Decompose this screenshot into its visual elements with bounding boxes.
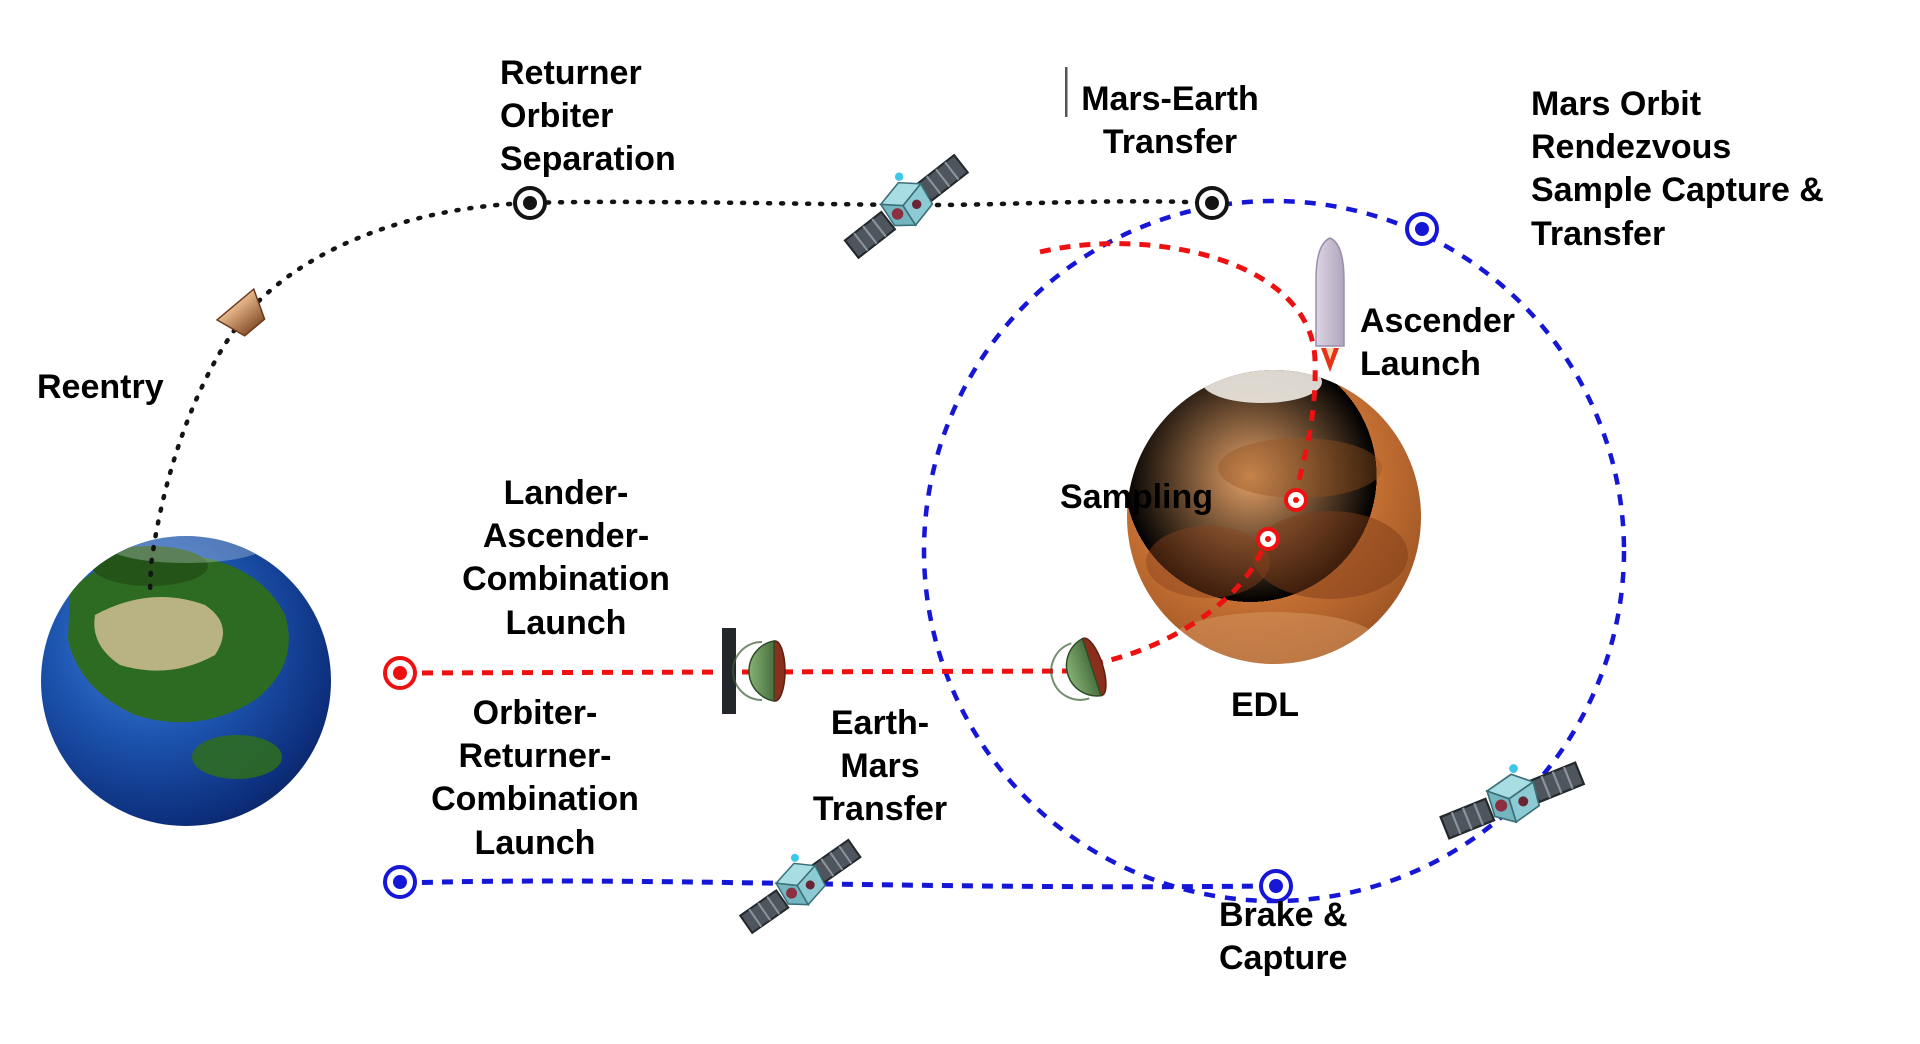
ascender-launch-path <box>1039 241 1318 495</box>
aeroshell-icon <box>1042 634 1113 710</box>
label-earth-mars-transfer: Earth- Mars Transfer <box>812 704 948 829</box>
brake-capture-marker <box>1259 869 1293 903</box>
label-reentry: Reentry <box>37 368 164 406</box>
text-cursor-artifact <box>1065 67 1068 117</box>
mars-globe <box>1127 370 1421 664</box>
label-mars-earth-transfer: Mars-Earth Transfer <box>1081 80 1259 162</box>
spacecraft-icon <box>830 137 975 267</box>
sampling-site-marker <box>1284 488 1308 512</box>
label-sampling: Sampling <box>1060 478 1214 516</box>
separation-panel-icon <box>722 628 736 714</box>
earth-mars-transfer-path <box>401 878 1271 890</box>
label-brake-capture: Brake & Capture <box>1219 896 1348 978</box>
edl-descent-path <box>1091 543 1267 667</box>
label-mars-orbit-rendezvous: Mars Orbit Rendezvous Sample Capture & T… <box>1531 85 1824 253</box>
aeroshell-icon <box>732 640 786 702</box>
orbiter-launch-marker <box>383 865 417 899</box>
label-lander-ascender-launch: Lander- Ascender- Combination Launch <box>462 474 670 642</box>
lander-launch-marker <box>383 656 417 690</box>
label-returner-orbiter-separation: Returner Orbiter Separation <box>500 54 676 179</box>
label-edl: EDL <box>1231 686 1299 724</box>
returner-separation-marker <box>513 186 547 220</box>
ascender-rocket-icon <box>1315 237 1345 372</box>
mars-earth-transfer-marker <box>1195 186 1229 220</box>
sampling-site-marker <box>1256 527 1280 551</box>
reentry-capsule-icon <box>215 287 266 337</box>
mars-orbit-path <box>921 198 1627 904</box>
label-orbiter-returner-launch: Orbiter- Returner- Combination Launch <box>431 694 639 862</box>
rendezvous-marker <box>1405 212 1439 246</box>
label-ascender-launch: Ascender Launch <box>1360 302 1515 384</box>
spacecraft-icon <box>1431 741 1589 849</box>
earth-globe <box>41 536 331 826</box>
lander-transfer-path <box>401 668 1081 676</box>
